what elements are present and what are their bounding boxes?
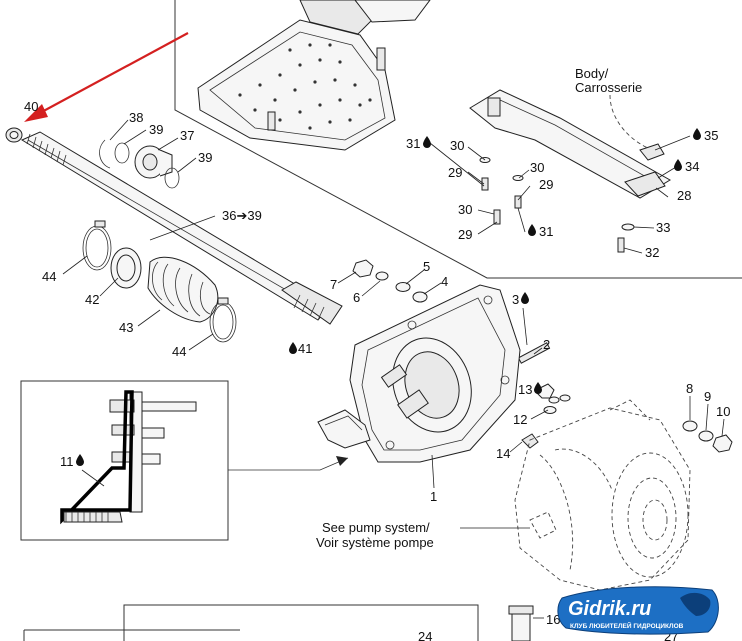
bellows-assembly — [62, 215, 237, 351]
gidrik-watermark: Gidrik.ru КЛУБ ЛЮБИТЕЛЕЙ ГИДРОЦИКЛОВ — [557, 586, 719, 635]
label-30c: 30 — [458, 202, 472, 217]
drop-icon-41 — [289, 342, 297, 354]
drop-icon-31b — [528, 224, 536, 236]
shaft-splines-right — [293, 294, 325, 321]
label-9: 9 — [704, 389, 711, 404]
drop-icon-3 — [521, 292, 529, 304]
label-44a: 44 — [42, 269, 56, 284]
label-31a: 31 — [406, 136, 420, 151]
label-7: 7 — [330, 277, 337, 292]
label-14: 14 — [496, 446, 510, 461]
label-40: 40 — [24, 99, 38, 114]
label-30b: 30 — [530, 160, 544, 175]
label-34: 34 — [685, 159, 699, 174]
label-10: 10 — [716, 404, 730, 419]
label-11: 11 — [60, 454, 74, 469]
label-33: 33 — [656, 220, 670, 235]
label-16: 16 — [546, 612, 560, 627]
hull-body-plate — [197, 0, 431, 151]
pump-support-housing — [317, 284, 521, 489]
drop-icon-11 — [76, 454, 84, 466]
watermark-tagline: КЛУБ ЛЮБИТЕЛЕЙ ГИДРОЦИКЛОВ — [570, 621, 684, 630]
detail-inset-box — [20, 380, 349, 541]
drop-icon-13 — [534, 382, 542, 394]
label-39a: 39 — [149, 122, 163, 137]
label-2: 2 — [543, 337, 550, 352]
label-38: 38 — [129, 110, 143, 125]
label-30a: 30 — [450, 138, 464, 153]
drop-icon-31a — [423, 136, 431, 148]
label-29b: 29 — [539, 177, 553, 192]
label-41: 41 — [298, 341, 312, 356]
pump-note-line1: See pump system/ — [322, 520, 430, 535]
body-inset-frame — [174, 0, 742, 279]
drive-shaft — [20, 131, 343, 325]
label-37: 37 — [180, 128, 194, 143]
label-39b: 39 — [198, 150, 212, 165]
part-labels: 40 38 39 37 39 36➔39 44 42 43 44 41 7 6 … — [24, 99, 730, 641]
stud-assembly — [509, 307, 571, 453]
red-pointer-arrow — [24, 32, 189, 122]
right-washer-stack — [682, 396, 733, 453]
label-29c: 29 — [458, 227, 472, 242]
label-12: 12 — [513, 412, 527, 427]
ride-plate — [469, 89, 671, 199]
label-43: 43 — [119, 320, 133, 335]
label-8: 8 — [686, 381, 693, 396]
body-leader-lines — [429, 94, 691, 254]
label-36: 36➔39 — [222, 208, 262, 223]
body-note-line2: Carrosserie — [575, 80, 642, 95]
label-28: 28 — [677, 188, 691, 203]
jet-pump-dashed — [460, 399, 691, 591]
label-1: 1 — [430, 489, 437, 504]
pump-note-line2: Voir système pompe — [316, 535, 434, 550]
drop-icon-35 — [693, 128, 701, 140]
label-3: 3 — [512, 292, 519, 307]
label-6: 6 — [353, 290, 360, 305]
label-31b: 31 — [539, 224, 553, 239]
label-29a: 29 — [448, 165, 462, 180]
seal-part-40 — [5, 127, 23, 143]
label-44b: 44 — [172, 344, 186, 359]
body-fasteners — [479, 157, 635, 253]
hull-rivets — [238, 43, 372, 130]
label-13: 13 — [518, 382, 532, 397]
label-35: 35 — [704, 128, 718, 143]
nut-washer-stack — [337, 259, 442, 303]
seal-kit-parts — [99, 119, 197, 189]
drop-icon-34 — [674, 159, 682, 171]
watermark-mascot-icon — [680, 592, 711, 616]
label-4: 4 — [441, 274, 448, 289]
label-42: 42 — [85, 292, 99, 307]
label-32: 32 — [645, 245, 659, 260]
watermark-brand: Gidrik.ru — [568, 598, 651, 620]
label-5: 5 — [423, 259, 430, 274]
label-24: 24 — [418, 629, 432, 641]
body-note-line1: Body/ — [575, 66, 609, 81]
diagram-notes: Body/ Carrosserie See pump system/ Voir … — [316, 66, 642, 550]
shaft-splines-left — [26, 133, 67, 166]
oil-drop-markers — [76, 128, 701, 466]
bottom-partial-frames — [23, 604, 544, 641]
